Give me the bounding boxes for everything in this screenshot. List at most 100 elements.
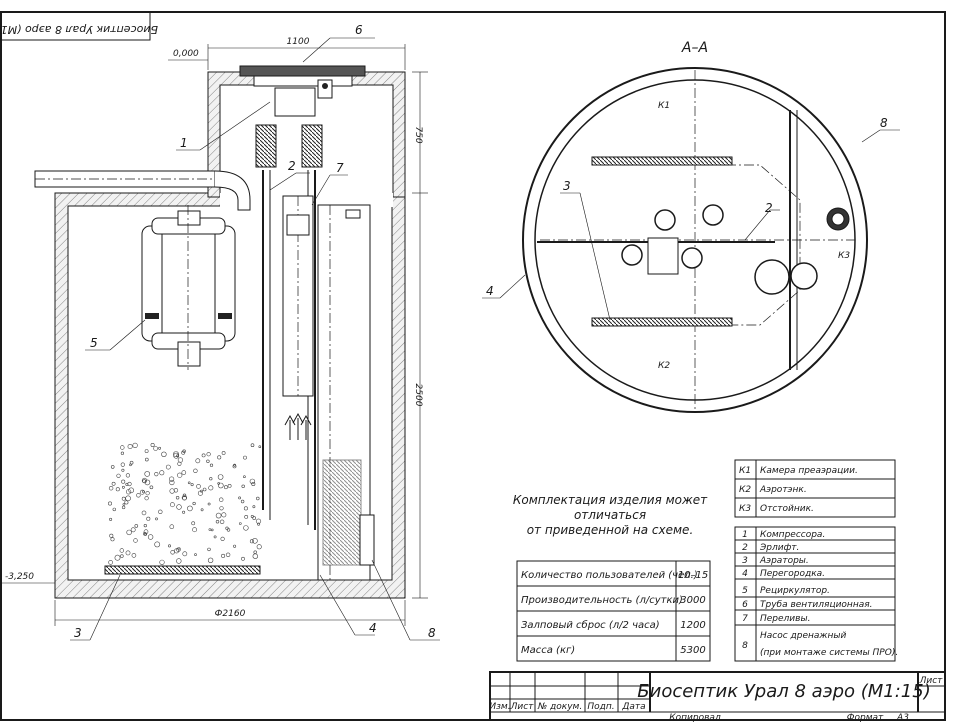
bubble (243, 455, 247, 460)
bubble (225, 526, 229, 530)
bubble (192, 501, 196, 506)
bubble (158, 509, 163, 514)
bubble (159, 470, 165, 476)
spec-label-2: Залповый сброс (л/2 часа) (521, 619, 660, 631)
bubble (177, 472, 183, 478)
legend-name-7: Насос дренажный (760, 631, 847, 641)
bubble (196, 484, 201, 489)
bubble (239, 522, 242, 525)
note-line-3: от приведенной на схеме. (527, 523, 694, 537)
bubble (200, 508, 204, 512)
level-bottom: -3,250 (5, 572, 34, 582)
bubble (213, 535, 217, 539)
tb-col-2: № докум. (537, 702, 582, 712)
dimension-lines: 1100 750 2500 Ф2160 0,000 -3,250 (0, 37, 428, 626)
legend-name-7b: (при монтаже системы ПРО). (760, 648, 898, 658)
bubble (190, 483, 194, 487)
legend-num-4: 5 (742, 586, 748, 596)
bubble (114, 554, 121, 561)
bubble (168, 544, 172, 548)
compressor-hose-2 (301, 124, 323, 168)
bubble (207, 547, 211, 552)
legend-num-3: 4 (742, 569, 748, 579)
legend-name-0: Компрессора. (760, 530, 825, 540)
bubble (159, 559, 165, 565)
bubble (173, 488, 179, 493)
spec-value-1: 3000 (680, 595, 705, 606)
bubble (144, 449, 149, 454)
bubble (120, 445, 125, 450)
legend-name-6: Переливы. (760, 614, 810, 624)
bubble (111, 481, 116, 486)
section-view: 1100 750 2500 Ф2160 0,000 -3,250 1 2 3 (0, 23, 440, 641)
dim-width-top: 1100 (287, 37, 310, 47)
bubble (154, 472, 159, 477)
bubble (136, 493, 141, 498)
chamber-table: К1 Камера преаэрации. К2 Аэротэнк. К3 От… (734, 459, 896, 518)
bubble (153, 446, 158, 451)
bubble (176, 504, 182, 510)
tb-format: Формат (847, 713, 884, 723)
bubble (121, 496, 126, 501)
bubble (217, 455, 222, 460)
callout-5: 5 (90, 336, 98, 350)
spec-label-3: Масса (кг) (521, 645, 575, 656)
bubble (201, 453, 206, 458)
bubble (175, 496, 180, 500)
bubble (208, 528, 212, 531)
chamber-name-1: Аэротэнк. (759, 485, 807, 495)
legend-num-5: 6 (742, 600, 748, 610)
callout-4: 4 (369, 621, 377, 635)
bubble (169, 488, 175, 494)
legend-name-3: Перегородка. (760, 569, 825, 579)
bubble (144, 471, 150, 477)
bubble (119, 548, 125, 553)
bubble (215, 512, 222, 519)
spec-label-0: Количество пользователей (чел.) (521, 570, 698, 581)
bubble (122, 503, 126, 506)
bubble (182, 551, 188, 557)
air-bubbles (108, 442, 262, 565)
recirculator (141, 205, 236, 370)
bubble (125, 473, 130, 478)
bubble (232, 464, 237, 469)
bubble (243, 506, 248, 511)
bubble (255, 518, 262, 524)
legend-name-4: Рециркулятор. (760, 586, 830, 596)
bubble (125, 550, 131, 556)
plan-callout-3: 3 (563, 179, 571, 193)
bubble (225, 552, 231, 557)
spec-value-2: 1200 (680, 620, 705, 631)
bubble (223, 485, 228, 490)
bubble (215, 519, 220, 524)
chamber-code-0: К1 (739, 466, 751, 476)
bubble (221, 553, 226, 558)
bubble (115, 487, 120, 492)
bubble (126, 529, 132, 536)
bubble (176, 558, 182, 564)
bubble (169, 524, 175, 530)
bubble (220, 536, 225, 542)
bubble (257, 522, 261, 526)
chamber-name-0: Камера преаэрации. (760, 466, 858, 476)
bubble (174, 548, 180, 554)
compressor-hose-1 (255, 124, 277, 168)
bubble (243, 525, 249, 531)
bubble (149, 485, 154, 490)
bubble (217, 474, 224, 480)
bubble (109, 533, 114, 538)
bubble (207, 557, 214, 563)
bubble (108, 560, 113, 565)
bubble (144, 496, 149, 501)
settler-media (322, 459, 362, 566)
bubble (177, 547, 181, 551)
plan-callout-8: 8 (880, 116, 888, 130)
legend-name-5: Труба вентиляционная. (760, 600, 873, 610)
bubble (182, 496, 187, 501)
bubble (120, 462, 125, 467)
callout-8: 8 (428, 626, 436, 640)
bubble (219, 519, 225, 524)
drain-pump (359, 514, 375, 566)
zone-k2: К2 (658, 361, 670, 371)
bubble (141, 510, 147, 516)
